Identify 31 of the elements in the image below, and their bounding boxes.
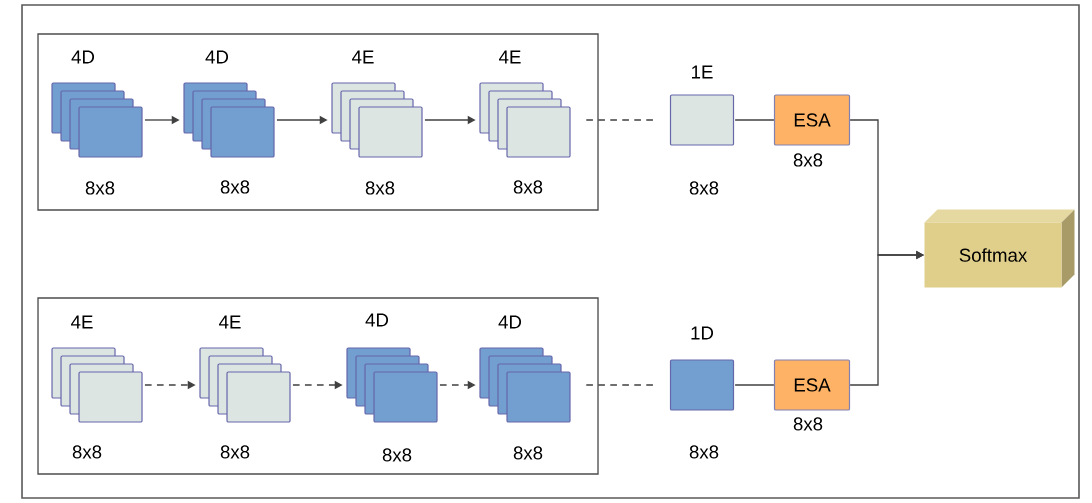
- group-frame: [37, 33, 599, 211]
- map-label: 4E: [499, 50, 521, 64]
- size-label: 8x8: [793, 153, 823, 167]
- size-label: 8x8: [72, 445, 102, 459]
- map-label: 4E: [352, 50, 374, 64]
- attention-box: ESA: [773, 94, 851, 146]
- size-label: 8x8: [513, 446, 543, 460]
- connector-line: [585, 119, 655, 121]
- connector-line: [734, 384, 775, 386]
- size-label: 8x8: [793, 417, 823, 431]
- size-label: 8x8: [220, 445, 250, 459]
- size-label: 8x8: [689, 181, 719, 195]
- size-label: 8x8: [85, 181, 115, 195]
- attention-box: ESA: [773, 359, 851, 411]
- size-label: 8x8: [220, 180, 250, 194]
- map-label: 4E: [219, 315, 241, 329]
- map-label: 4D: [498, 315, 522, 329]
- map-label: 1D: [691, 326, 714, 340]
- map-label: 4D: [205, 50, 229, 64]
- size-label: 8x8: [365, 181, 395, 195]
- size-label: 8x8: [382, 448, 412, 462]
- map-label: 1E: [692, 65, 713, 79]
- size-label: 8x8: [689, 445, 719, 459]
- softmax-block: Softmax: [924, 209, 1075, 288]
- map-label: 4D: [71, 50, 95, 64]
- map-label: 4D: [365, 313, 389, 327]
- group-frame: [37, 297, 599, 475]
- connector-line: [734, 119, 775, 121]
- map-label: 4E: [71, 315, 93, 329]
- size-label: 8x8: [513, 180, 543, 194]
- connector-line: [585, 384, 655, 386]
